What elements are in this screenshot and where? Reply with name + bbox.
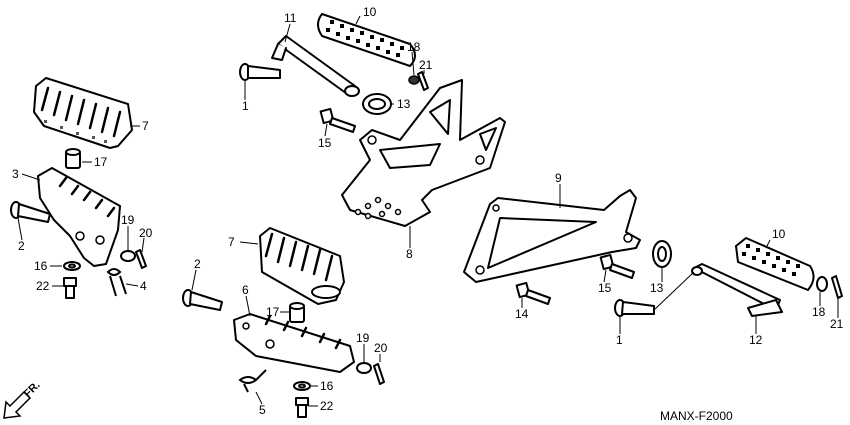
- callout-label: 9: [555, 171, 562, 185]
- bolt-14: [515, 281, 551, 305]
- callout-label: 6: [242, 283, 249, 297]
- callout-label: 16: [34, 259, 48, 273]
- washer-18-upper: [408, 75, 420, 85]
- callout-label: 18: [407, 40, 421, 54]
- callout-label: 2: [194, 257, 201, 271]
- step-bar-right: [691, 263, 783, 317]
- callout-label: 8: [406, 247, 413, 261]
- callout-label: 2: [18, 239, 25, 253]
- footpeg-6-lower: [233, 313, 355, 373]
- bolt-22-left: [63, 277, 77, 299]
- washer-18-right: [816, 276, 828, 292]
- callout-label: 21: [830, 317, 844, 331]
- callout-label: 15: [598, 281, 612, 295]
- callout-label: 20: [139, 226, 153, 240]
- pivot-pin-1-right: [614, 299, 655, 317]
- washer-16-left: [63, 261, 81, 271]
- washer-19-lower: [356, 362, 372, 374]
- callout-label: 16: [320, 379, 334, 393]
- diagram-code: MANX-F2000: [660, 409, 733, 423]
- step-bracket-8: [341, 79, 506, 227]
- callout-labels: 11 10 18 21 1 13 7 15 17 3 9 19 20 2 16 …: [12, 5, 844, 417]
- collar-17-lower: [289, 302, 305, 323]
- callout-label: 3: [12, 167, 19, 181]
- rubber-pad-left: [33, 77, 133, 149]
- callout-label: 19: [356, 331, 370, 345]
- step-bar-upper: [271, 35, 360, 97]
- callout-label: 14: [515, 307, 529, 321]
- pivot-pin-2-lower: [182, 289, 223, 311]
- cotter-pin-20-left: [135, 249, 147, 269]
- direction-indicator: FR.: [3, 379, 43, 419]
- callout-label: 22: [320, 399, 334, 413]
- rubber-pad-lower: [259, 227, 345, 305]
- pivot-pin-upper: [239, 63, 281, 81]
- callout-label: 7: [228, 235, 235, 249]
- rubber-pad-right: [735, 237, 815, 291]
- callout-label: 10: [772, 227, 786, 241]
- washer-19-left: [120, 250, 136, 262]
- callout-label: 15: [318, 136, 332, 150]
- callout-label: 7: [142, 119, 149, 133]
- leader-lines: [17, 15, 839, 407]
- callout-label: 17: [94, 155, 108, 169]
- arrow-down-left-icon: [3, 390, 32, 419]
- callout-label: 18: [812, 305, 826, 319]
- callout-label: 22: [36, 279, 50, 293]
- callout-label: 4: [140, 279, 147, 293]
- collar-17-left: [65, 148, 81, 169]
- callout-label: 12: [749, 333, 763, 347]
- ring-13-right: [652, 240, 672, 268]
- washer-16-lower: [293, 381, 311, 391]
- pivot-pin-2-left: [10, 201, 51, 223]
- cotter-pin-20-lower: [373, 363, 385, 385]
- bolt-22-lower: [295, 397, 309, 418]
- callout-label: 13: [397, 97, 411, 111]
- callout-label: 11: [284, 11, 297, 25]
- cotter-pin-21-upper: [417, 71, 429, 91]
- cotter-pin-21-right: [831, 275, 843, 299]
- callout-label: 5: [259, 403, 266, 417]
- callout-label: 13: [650, 281, 664, 295]
- bolt-15-upper: [319, 107, 356, 133]
- spring-5-lower: [238, 369, 267, 393]
- footpeg-3-left: [37, 167, 121, 267]
- callout-label: 17: [266, 305, 280, 319]
- rubber-pad-upper: [317, 13, 416, 67]
- step-bracket-9: [463, 189, 641, 283]
- callout-label: 1: [616, 333, 623, 347]
- bolt-15-right: [599, 253, 635, 279]
- callout-label: 21: [419, 58, 433, 72]
- callout-label: 19: [121, 213, 135, 227]
- callout-label: 10: [363, 5, 377, 19]
- spring-4-left: [106, 268, 127, 297]
- ring-13-upper: [362, 93, 392, 115]
- callout-label: 1: [242, 99, 249, 113]
- callout-label: 20: [374, 341, 388, 355]
